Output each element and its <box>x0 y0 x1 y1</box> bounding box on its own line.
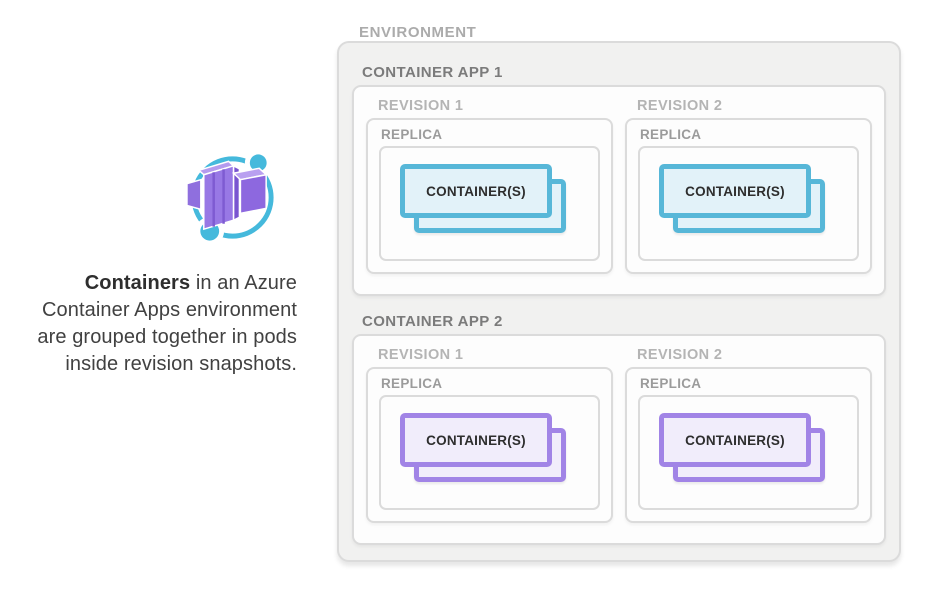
environment-box: CONTAINER APP 1 REVISION 1 REPLICA CONTA… <box>337 41 901 562</box>
replica-box: CONTAINER(S) <box>638 146 859 261</box>
container-front-card: CONTAINER(S) <box>400 413 552 467</box>
main-cube-front <box>203 164 235 231</box>
replica-label: REPLICA <box>381 127 443 142</box>
container-stack: CONTAINER(S) <box>659 164 825 233</box>
container-stack: CONTAINER(S) <box>400 164 566 233</box>
container-app: CONTAINER APP 1 REVISION 1 REPLICA CONTA… <box>352 63 886 296</box>
replica-box: CONTAINER(S) <box>638 395 859 510</box>
revision-label: REVISION 2 <box>637 98 723 114</box>
revision: REVISION 2 REPLICA CONTAINER(S) <box>625 87 872 274</box>
revision-box: REPLICA CONTAINER(S) <box>366 118 613 274</box>
revision-box: REPLICA CONTAINER(S) <box>625 118 872 274</box>
container-card-label: CONTAINER(S) <box>685 432 785 448</box>
container-card-label: CONTAINER(S) <box>426 432 526 448</box>
azure-container-apps-icon <box>183 148 282 247</box>
caption: Containers in an Azure Container Apps en… <box>4 270 297 378</box>
caption-rest: in an Azure <box>190 272 297 294</box>
left-container-cube <box>186 178 202 211</box>
caption-bold: Containers <box>84 272 191 294</box>
replica-label: REPLICA <box>640 376 702 391</box>
replica-box: CONTAINER(S) <box>379 395 600 510</box>
revision-row: REVISION 1 REPLICA CONTAINER(S) REVISION… <box>366 336 872 523</box>
caption-line-1: Containers in an Azure <box>4 270 297 297</box>
container-app: CONTAINER APP 2 REVISION 1 REPLICA CONTA… <box>352 312 886 545</box>
container-app-label: CONTAINER APP 2 <box>362 313 503 330</box>
replica-label: REPLICA <box>381 376 443 391</box>
container-app-box: REVISION 1 REPLICA CONTAINER(S) REVISION… <box>352 334 886 545</box>
container-app-box: REVISION 1 REPLICA CONTAINER(S) REVISION… <box>352 85 886 296</box>
caption-line-4: inside revision snapshots. <box>65 353 297 375</box>
revision-label: REVISION 2 <box>637 347 723 363</box>
container-front-card: CONTAINER(S) <box>659 413 811 467</box>
caption-line-3: are grouped together in pods <box>37 326 297 348</box>
replica-box: CONTAINER(S) <box>379 146 600 261</box>
revision: REVISION 1 REPLICA CONTAINER(S) <box>366 87 613 274</box>
replica-label: REPLICA <box>640 127 702 142</box>
revision-label: REVISION 1 <box>378 98 464 114</box>
revision: REVISION 1 REPLICA CONTAINER(S) <box>366 336 613 523</box>
revision-label: REVISION 1 <box>378 347 464 363</box>
revision-box: REPLICA CONTAINER(S) <box>625 367 872 523</box>
revision-box: REPLICA CONTAINER(S) <box>366 367 613 523</box>
container-app-label: CONTAINER APP 1 <box>362 64 503 81</box>
container-stack: CONTAINER(S) <box>659 413 825 482</box>
container-apps-icon-svg <box>186 149 274 246</box>
container-stack: CONTAINER(S) <box>400 413 566 482</box>
container-card-label: CONTAINER(S) <box>426 183 526 199</box>
container-front-card: CONTAINER(S) <box>400 164 552 218</box>
revision-row: REVISION 1 REPLICA CONTAINER(S) REVISION… <box>366 87 872 274</box>
revision: REVISION 2 REPLICA CONTAINER(S) <box>625 336 872 523</box>
orbit-dot-top <box>249 154 267 172</box>
right-cube-front <box>239 173 267 215</box>
container-card-label: CONTAINER(S) <box>685 183 785 199</box>
caption-line-2: Container Apps environment <box>42 299 297 321</box>
environment-label: ENVIRONMENT <box>359 24 477 41</box>
container-front-card: CONTAINER(S) <box>659 164 811 218</box>
